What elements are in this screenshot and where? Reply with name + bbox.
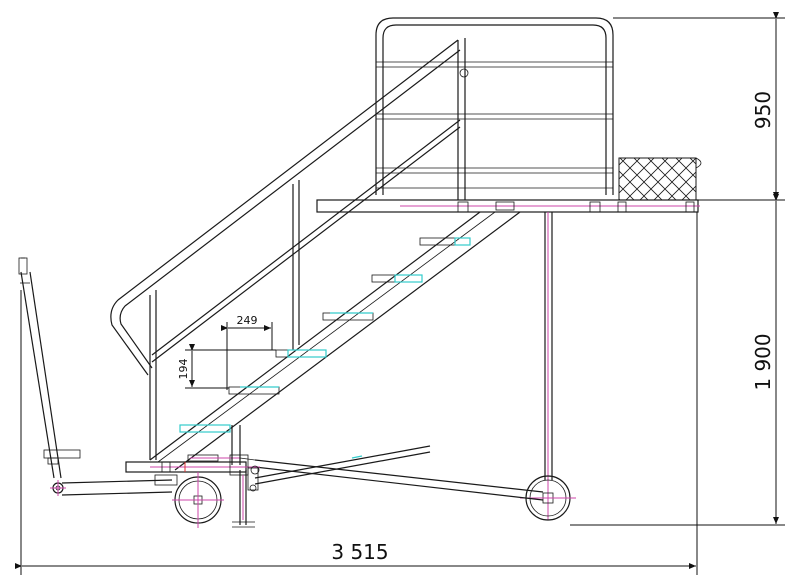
brake-mechanism xyxy=(232,465,260,528)
front-wheel xyxy=(172,472,224,528)
stair-treads xyxy=(179,237,471,433)
tread-1 xyxy=(179,424,231,433)
dim-overall-length: 3 515 xyxy=(331,540,388,564)
dimension-lines xyxy=(15,12,785,575)
tread-4 xyxy=(322,312,374,321)
stair-handrail xyxy=(110,39,461,460)
platform-guard-rail xyxy=(375,17,614,200)
dim-rail-height: 950 xyxy=(751,91,775,129)
dim-step-rise: 194 xyxy=(177,359,190,380)
tread-3 xyxy=(275,349,327,358)
tread-2 xyxy=(228,386,280,395)
hatched-deck-extension xyxy=(618,157,702,201)
platform-deck xyxy=(316,199,700,213)
tread-5 xyxy=(371,274,423,283)
base-frame xyxy=(61,425,260,496)
tow-bar xyxy=(18,257,81,496)
rear-support-leg xyxy=(544,212,553,520)
dim-platform-height: 1 900 xyxy=(751,333,775,390)
dim-step-depth: 249 xyxy=(237,314,258,327)
stair-stringer xyxy=(149,211,521,471)
diagonal-braces xyxy=(239,445,544,501)
tread-6 xyxy=(419,237,471,246)
